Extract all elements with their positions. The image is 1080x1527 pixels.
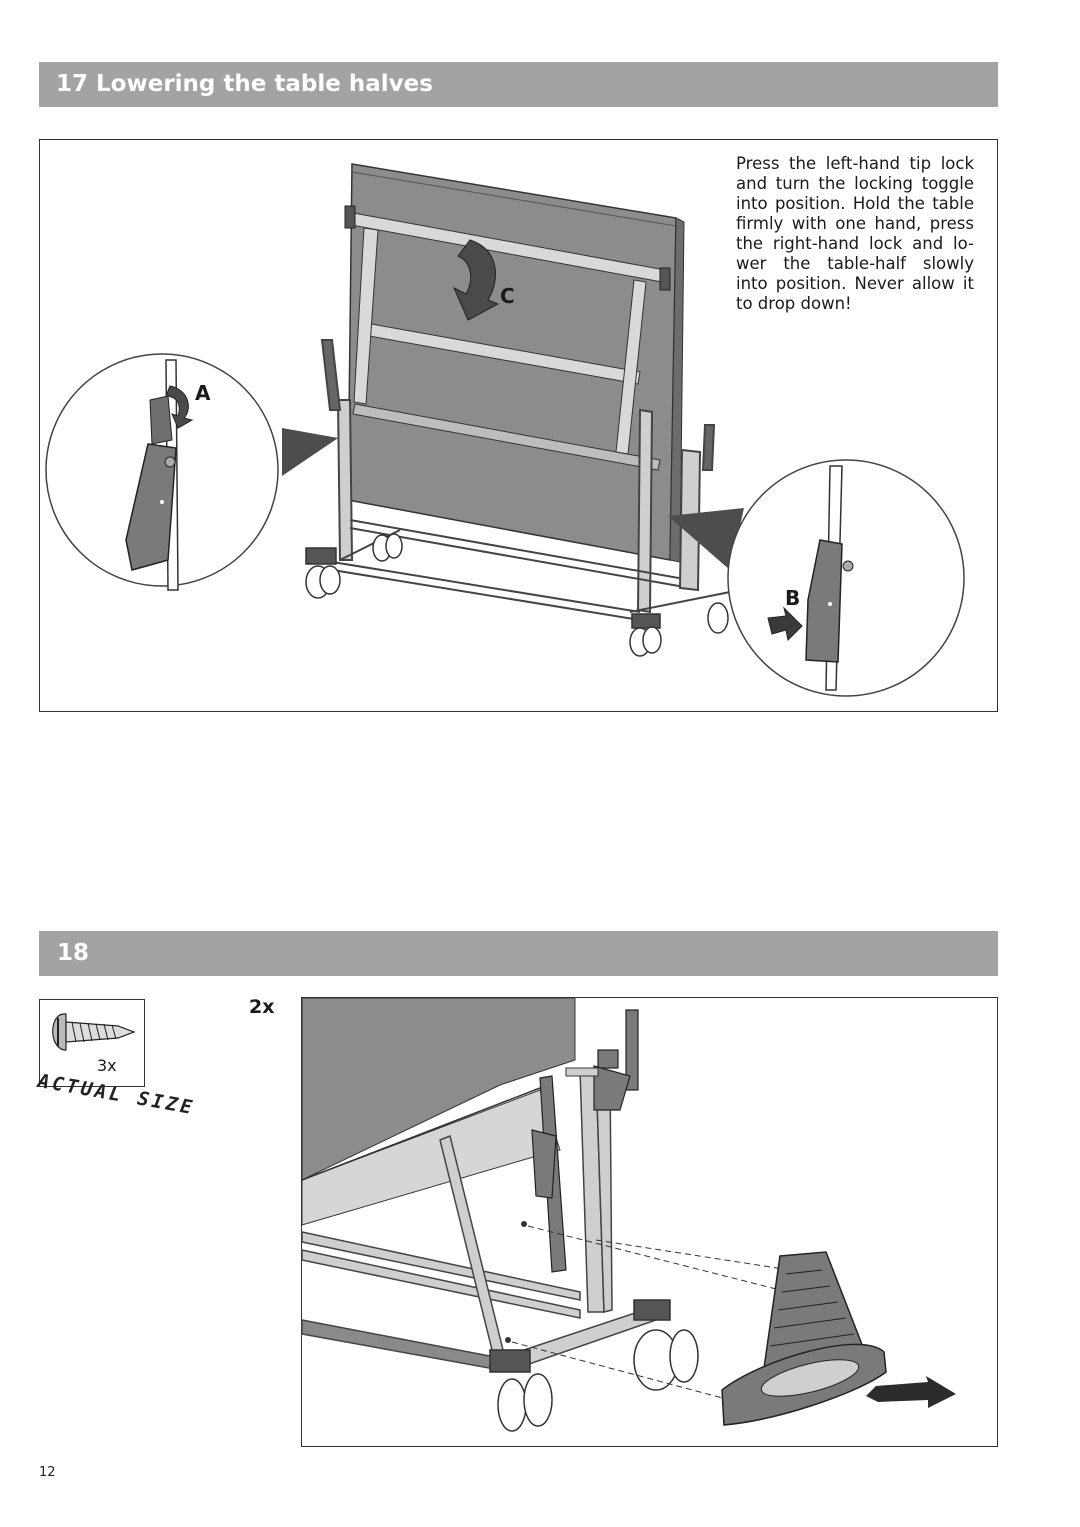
arrow-c-icon <box>452 239 500 321</box>
callout-b: B <box>785 586 801 610</box>
callout-a: A <box>195 381 211 405</box>
arrow-b-icon <box>767 606 803 642</box>
screw-icon <box>52 1013 136 1051</box>
castor-wheels <box>305 533 729 657</box>
page-number: 12 <box>39 1465 56 1480</box>
step-18-quantity: 2x <box>249 996 275 1018</box>
push-arrow-icon <box>866 1376 956 1408</box>
step-17-title: 17 Lowering the table halves <box>39 62 998 107</box>
detail-b-magnifier <box>668 459 965 697</box>
step-17-instruction: Press the left-hand tip lock and turn th… <box>736 154 974 313</box>
callout-c: C <box>500 284 515 308</box>
screw-quantity: 3x <box>97 1056 117 1075</box>
detail-a-magnifier <box>45 353 338 591</box>
step-18-title: 18 <box>39 931 998 976</box>
table-half-panel <box>344 163 685 563</box>
leg-foot-cap <box>721 1251 887 1426</box>
screw-actual-size-box <box>39 999 145 1087</box>
arrow-a-icon <box>165 385 194 429</box>
